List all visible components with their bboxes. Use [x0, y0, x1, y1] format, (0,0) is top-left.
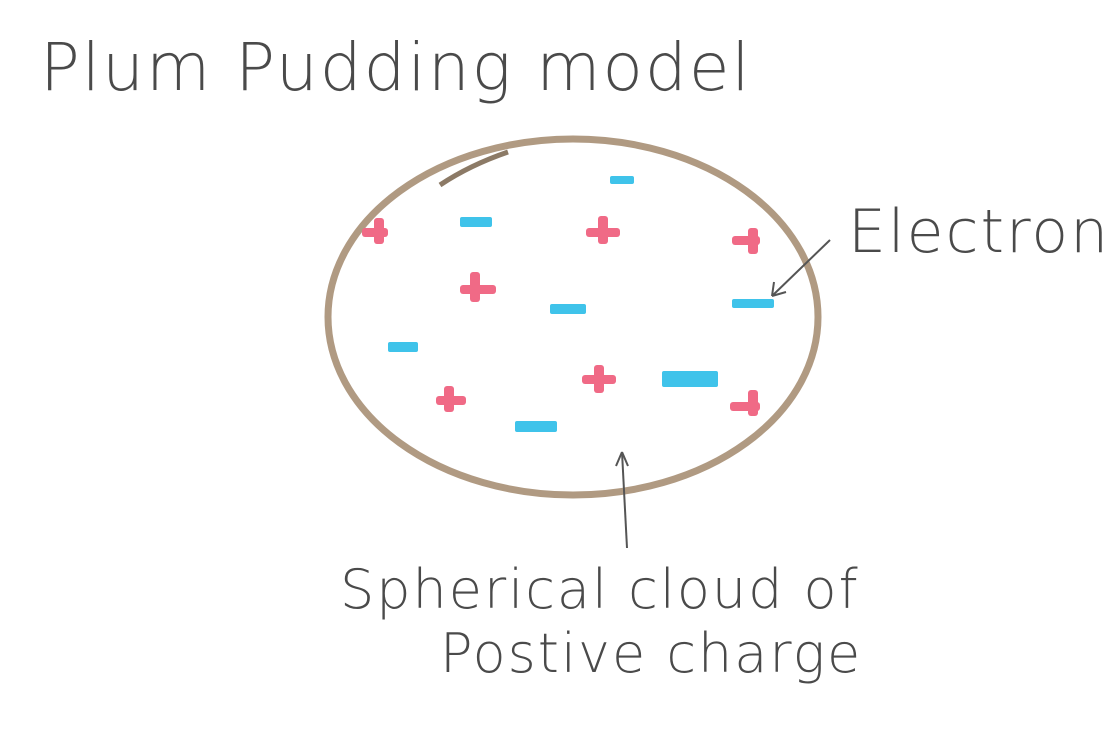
negative-charges [388, 176, 774, 432]
cloud-label-line1: Spherical cloud of [340, 558, 860, 621]
electron [388, 342, 418, 352]
electron [732, 299, 774, 308]
positive-charge [730, 390, 760, 416]
sphere-outline [324, 135, 822, 499]
positive-charge [436, 386, 466, 412]
positive-charge [732, 228, 760, 254]
electron [515, 421, 557, 432]
cloud-label-line2: Postive charge [440, 622, 862, 685]
electron [460, 217, 492, 227]
cloud-arrow-line [621, 451, 628, 549]
positive-charge [362, 218, 388, 244]
electron [610, 176, 634, 184]
electron-arrow-line [771, 239, 831, 297]
electron [550, 304, 586, 314]
electron [662, 371, 718, 387]
electron-label: Electron [848, 197, 1104, 267]
positive-charge [582, 365, 616, 393]
sphere-outline-overlap [438, 149, 509, 188]
positive-charge [586, 216, 620, 244]
positive-charges [362, 216, 760, 416]
page-title: Plum Pudding model [40, 29, 752, 106]
electron-arrow-head [771, 281, 787, 297]
positive-charge [460, 272, 496, 302]
cloud-arrow-head [615, 451, 629, 467]
